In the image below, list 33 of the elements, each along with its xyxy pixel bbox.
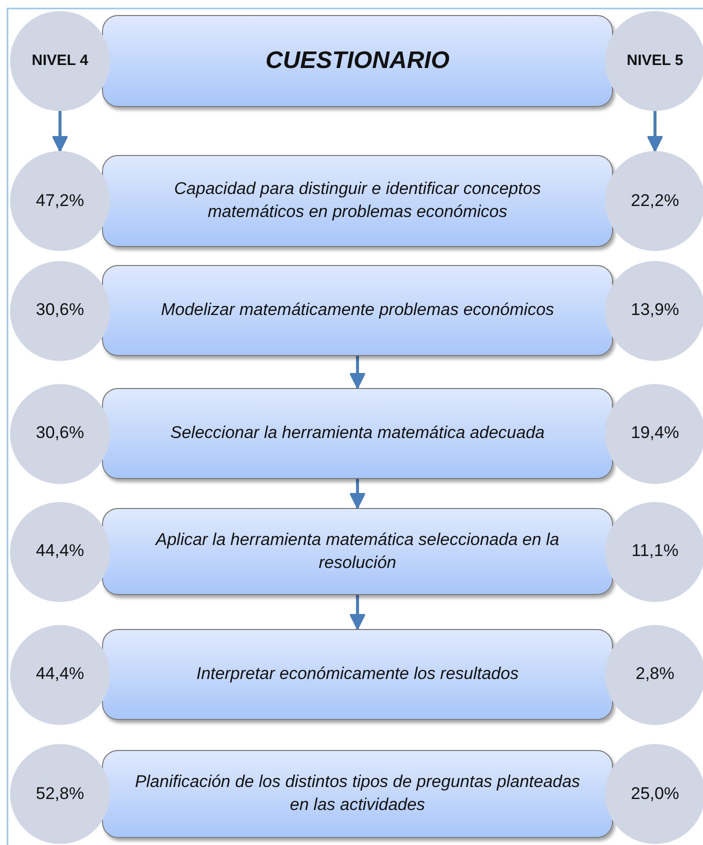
- process-box: [102, 388, 613, 479]
- arrow: [349, 595, 366, 630]
- process-box: [102, 155, 613, 247]
- percentage-label: 19,4%: [630, 422, 680, 444]
- percentage-label: 22,2%: [630, 190, 680, 212]
- percentage-circle: [10, 11, 110, 111]
- process-box: [102, 629, 613, 720]
- box-text: Planificación de los distintos tipos de preguntas planteadas en las actividades: [134, 771, 582, 816]
- box-text: Seleccionar la herramienta matemática adecuada: [170, 422, 545, 444]
- arrow: [349, 479, 366, 509]
- percentage-label: 52,8%: [36, 782, 84, 805]
- arrow: [349, 356, 366, 389]
- arrow: [52, 111, 68, 152]
- percentage-label: 30,6%: [36, 299, 84, 322]
- process-box: [102, 265, 613, 356]
- percentage-label: 44,4%: [36, 663, 84, 686]
- level-label: NIVEL 4: [32, 50, 88, 71]
- box-text: Aplicar la herramienta matemática seleccionada en la resolución: [154, 528, 560, 574]
- process-box: [102, 15, 613, 107]
- percentage-label: 11,1%: [632, 540, 678, 562]
- percentage-label: 13,9%: [630, 299, 680, 322]
- box-text: Modelizar matemáticamente problemas económicos: [160, 299, 554, 322]
- box-text: Interpretar económicamente los resultados: [196, 663, 519, 686]
- title-text: CUESTIONARIO: [265, 46, 450, 76]
- percentage-label: 30,6%: [36, 422, 84, 444]
- percentage-circle: [605, 11, 703, 111]
- arrow: [646, 111, 664, 152]
- percentage-label: 2,8%: [636, 663, 674, 686]
- percentage-label: 47,2%: [36, 190, 84, 212]
- level-label: NIVEL 5: [626, 50, 684, 71]
- percentage-label: 25,0%: [630, 782, 680, 805]
- box-text: Capacidad para distinguir e identificar conceptos matemáticos en problemas económicos: [173, 178, 542, 223]
- percentage-label: 44,4%: [36, 540, 84, 562]
